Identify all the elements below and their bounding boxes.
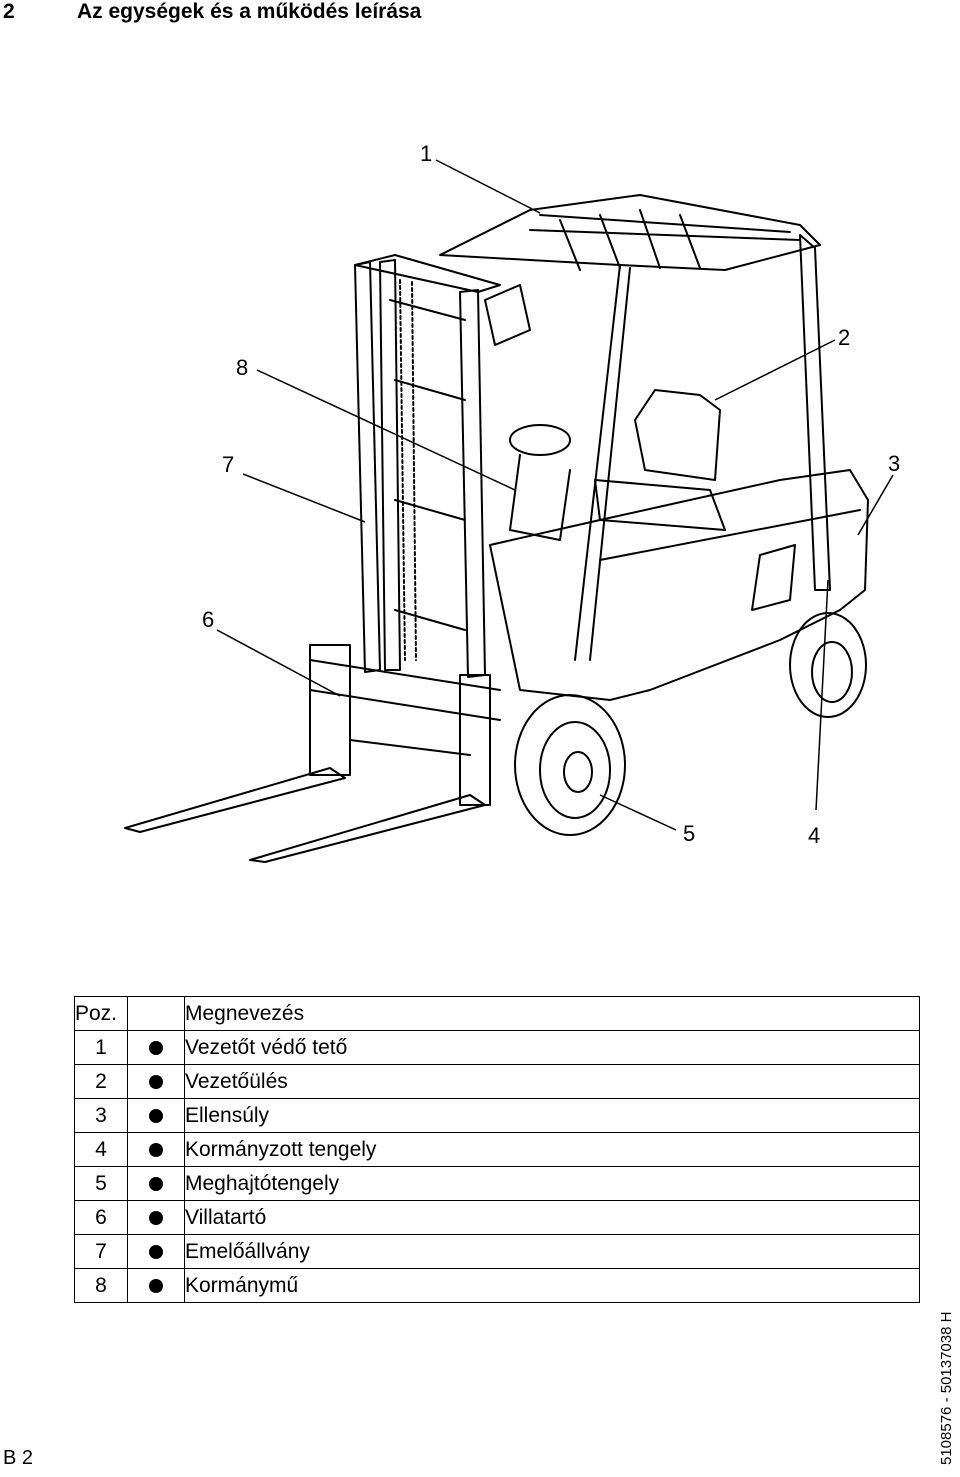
mast-right-rail <box>459 289 486 678</box>
steering-wheel <box>509 424 571 456</box>
page-number: B 2 <box>3 1447 34 1469</box>
legend-row: 1 Vezetőt védő tető <box>74 1030 920 1065</box>
bullet-icon <box>149 1278 163 1293</box>
col-pos-header: Poz. <box>74 996 128 1031</box>
front-wheel <box>514 694 626 836</box>
document-id: 5108576 - 50137038 H <box>938 1311 955 1465</box>
legend-row: 7 Emelőállvány <box>74 1234 920 1269</box>
forklift-illustration: 1 2 3 4 5 6 7 8 <box>124 141 900 863</box>
legend-row: 5 Meghajtótengely <box>74 1166 920 1201</box>
component-legend-table: Poz. Megnevezés 1 Vezetőt védő tető 2 Ve… <box>74 996 920 1303</box>
bullet-icon <box>149 1142 163 1157</box>
section-number: 2 <box>3 0 15 23</box>
bullet-icon <box>149 1210 163 1225</box>
legend-header-row: Poz. Megnevezés <box>74 996 920 1031</box>
guard-rear-post <box>799 234 831 591</box>
legend-row: 2 Vezetőülés <box>74 1064 920 1099</box>
page-header: 2 Az egységek és a működés leírása <box>0 0 960 30</box>
callout-5: 5 <box>683 821 695 846</box>
fork-carriage-left <box>309 644 351 776</box>
lift-chain <box>399 279 417 661</box>
truck-body <box>489 469 869 701</box>
legend-row: 3 Ellensúly <box>74 1098 920 1133</box>
callout-1: 1 <box>420 141 432 166</box>
seat-cushion <box>594 479 726 531</box>
fork-left <box>124 767 346 833</box>
overhead-guard <box>439 194 821 271</box>
bullet-icon <box>149 1040 163 1055</box>
legend-row: 6 Villatartó <box>74 1200 920 1235</box>
bullet-icon <box>149 1108 163 1123</box>
vent-grille <box>751 544 796 611</box>
bullet-icon <box>149 1074 163 1089</box>
bullet-icon <box>149 1176 163 1191</box>
col-name-header: Megnevezés <box>184 996 920 1031</box>
mast-left-rail <box>354 261 381 673</box>
callout-7: 7 <box>222 452 234 477</box>
fork-right <box>249 794 486 863</box>
rear-wheel <box>789 612 867 718</box>
callout-8: 8 <box>236 355 248 380</box>
callout-3: 3 <box>888 451 900 476</box>
bullet-icon <box>149 1244 163 1259</box>
legend-row: 4 Kormányzott tengely <box>74 1132 920 1167</box>
section-title: Az egységek és a működés leírása <box>77 0 422 23</box>
callout-4: 4 <box>808 823 820 848</box>
guard-front-post <box>574 264 631 661</box>
fork-carriage-right <box>459 674 491 806</box>
callout-6: 6 <box>202 607 214 632</box>
callout-2: 2 <box>838 325 850 350</box>
seat-back <box>634 389 721 481</box>
legend-row: 8 Kormánymű <box>74 1268 920 1303</box>
